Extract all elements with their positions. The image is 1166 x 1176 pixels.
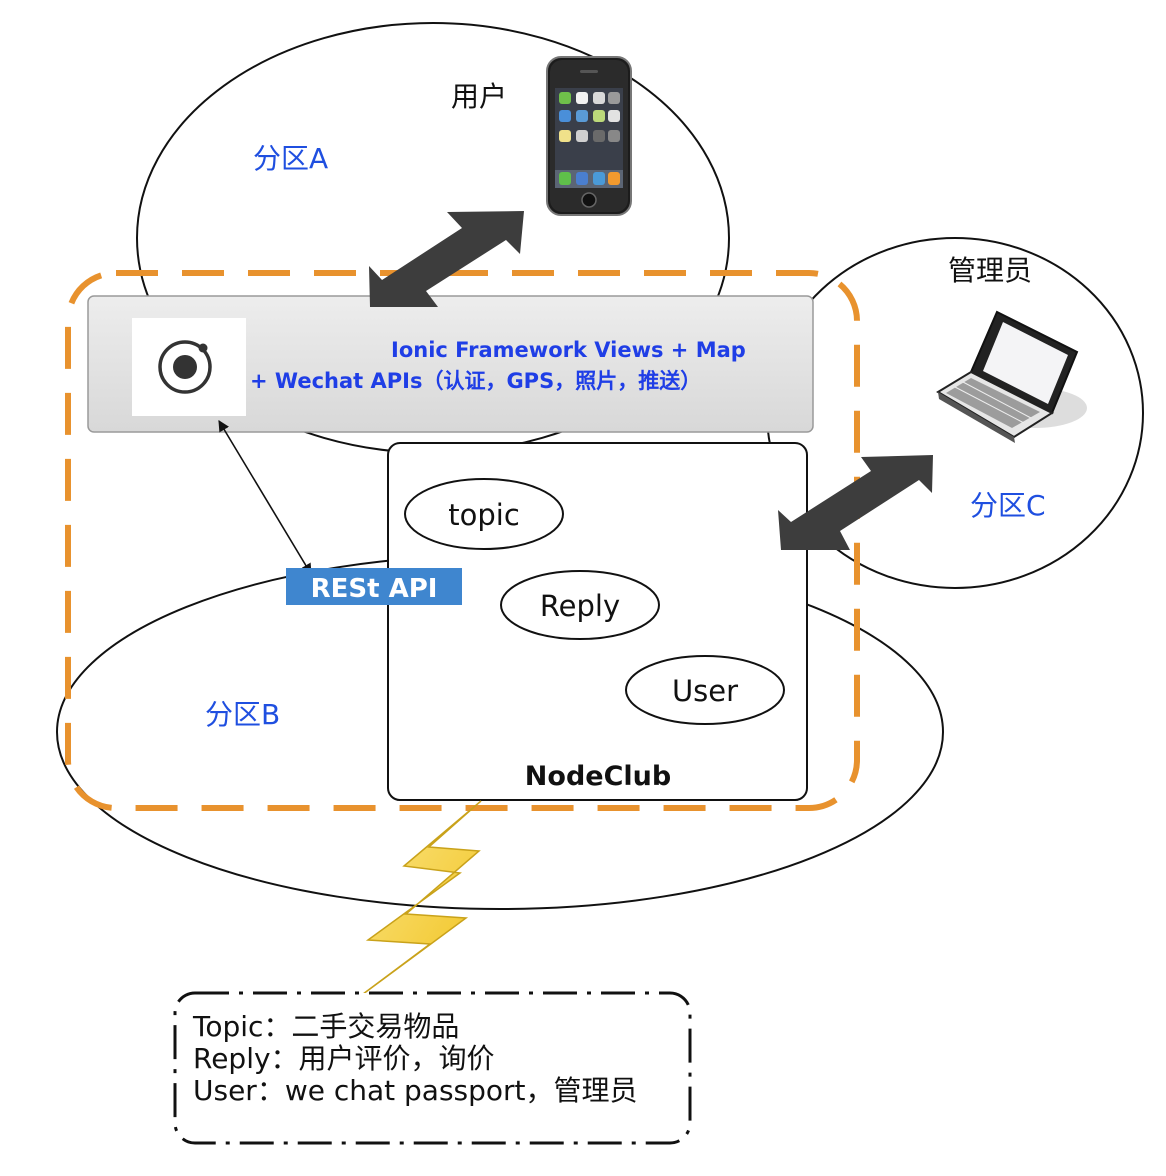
topic-entity	[404, 478, 564, 550]
reply-entity-label: Reply	[540, 589, 620, 623]
nodeclub-title: NodeClub	[525, 761, 671, 792]
user-entity	[625, 655, 785, 725]
note-line-topic: Topic：二手交易物品	[192, 1010, 459, 1043]
topic-entity-label: topic	[448, 498, 520, 532]
zone-c-label: 分区C	[970, 489, 1046, 522]
laptop-icon	[936, 310, 1087, 443]
zone-a-label: 分区A	[253, 142, 328, 175]
role-admin-label: 管理员	[948, 254, 1032, 287]
ionic-framework-bar	[87, 295, 814, 433]
rest-api-label: RESt API	[311, 574, 438, 604]
iphone-icon	[546, 56, 632, 216]
zone-b-label: 分区B	[205, 698, 280, 731]
rest-api-badge	[286, 568, 462, 605]
user-entity-label: User	[672, 674, 738, 708]
note-line-reply: Reply：用户评价，询价	[193, 1042, 495, 1075]
ionic-rest-connector	[218, 420, 312, 575]
ionic-line-2: + Wechat APIs（认证，GPS，照片，推送）	[250, 369, 701, 393]
ionic-line-1: Ionic Framework Views + Map	[391, 338, 746, 362]
lightning-bolt-icon	[354, 800, 482, 1001]
note-line-user: User：we chat passport，管理员	[193, 1074, 638, 1107]
admin-nodeclub-arrow	[778, 455, 933, 550]
role-user-label: 用户	[451, 80, 507, 113]
system-boundary	[65, 270, 860, 811]
user-ionic-arrow	[369, 211, 524, 307]
ionic-logo-icon	[158, 340, 212, 394]
reply-entity	[500, 570, 660, 640]
legend-note-box	[173, 991, 692, 1145]
